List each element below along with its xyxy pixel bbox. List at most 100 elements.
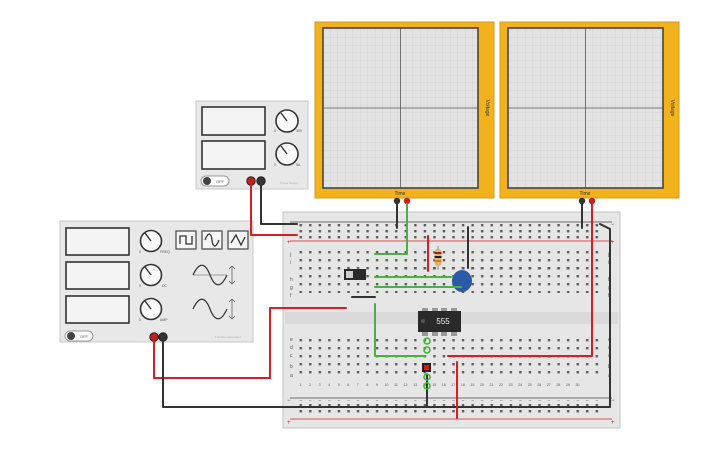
- column-number: 7: [357, 267, 359, 271]
- column-number: 6: [347, 383, 349, 387]
- svg-text:j: j: [607, 252, 609, 258]
- power-switch-label: OFF: [216, 179, 225, 184]
- wire-scope2-positive: [447, 203, 593, 357]
- sine-wave-button[interactable]: [201, 230, 223, 250]
- knob1-min-label: 0: [274, 129, 276, 133]
- column-number: 25: [528, 267, 532, 271]
- column-number: 30: [575, 383, 579, 387]
- column-number: 30: [575, 267, 579, 271]
- column-number: 18: [461, 267, 465, 271]
- column-number: 29: [566, 267, 570, 271]
- voltage-display: [201, 106, 266, 136]
- power-supply-brand: Power Supply: [280, 181, 299, 185]
- column-number: 24: [518, 267, 522, 271]
- column-number: 8: [366, 383, 368, 387]
- column-number: 7: [357, 383, 359, 387]
- oscilloscope-1-neg-terminal[interactable]: [393, 197, 401, 205]
- negative-terminal[interactable]: [256, 176, 266, 186]
- svg-text:−: −: [287, 398, 291, 404]
- column-number: 12: [404, 267, 408, 271]
- column-number: 13: [413, 383, 417, 387]
- oscilloscope-2-y-label: Voltage: [669, 100, 675, 117]
- svg-text:c: c: [290, 353, 293, 359]
- svg-text:j: j: [289, 252, 291, 258]
- column-number: 10: [384, 267, 388, 271]
- column-number: 4: [328, 383, 330, 387]
- column-number: 12: [404, 383, 408, 387]
- wire-generator-negative: [162, 223, 611, 408]
- column-number: 13: [413, 267, 417, 271]
- oscilloscope-1[interactable]: Time Voltage: [314, 21, 495, 205]
- column-number: 27: [547, 383, 551, 387]
- oscilloscope-2-neg-terminal[interactable]: [578, 197, 586, 205]
- svg-text:h: h: [290, 277, 293, 283]
- frequency-display: [65, 227, 130, 256]
- square-wave-button[interactable]: [175, 230, 197, 250]
- svg-text:b: b: [290, 364, 293, 370]
- generator-power-switch[interactable]: OFF: [64, 330, 94, 342]
- wires[interactable]: [153, 184, 611, 419]
- probe-pins: [423, 337, 431, 390]
- oscilloscope-1-pos-terminal[interactable]: [403, 197, 411, 205]
- column-number: 22: [499, 383, 503, 387]
- svg-text:−: −: [611, 222, 615, 228]
- generator-power-label: OFF: [80, 334, 89, 339]
- knob2-max-label: 5A: [296, 163, 301, 167]
- power-switch[interactable]: OFF: [200, 175, 230, 187]
- oscilloscope-2[interactable]: Time Voltage: [499, 21, 680, 205]
- amp-min-label: 0: [139, 318, 141, 322]
- generator-negative-terminal[interactable]: [158, 332, 168, 342]
- column-number: 1: [300, 383, 302, 387]
- freq-max-label: FREQ: [160, 250, 170, 254]
- dc-min-label: 0: [139, 284, 141, 288]
- ic-555-chip[interactable]: 555: [418, 308, 461, 336]
- svg-text:e: e: [290, 337, 293, 343]
- svg-text:+: +: [611, 240, 615, 246]
- function-generator[interactable]: 0 FREQ 0 DC 0 AMP OFF: [59, 220, 254, 343]
- oscilloscope-2-pos-terminal[interactable]: [588, 197, 596, 205]
- svg-text:g: g: [290, 285, 293, 291]
- column-number: 16: [442, 383, 446, 387]
- column-number: 15: [432, 383, 436, 387]
- column-number: 29: [566, 383, 570, 387]
- slide-switch[interactable]: [344, 269, 366, 280]
- knob2-min-label: 0: [274, 163, 276, 167]
- svg-text:i: i: [608, 260, 609, 266]
- column-number: 2: [309, 383, 311, 387]
- triangle-wave-button[interactable]: [227, 230, 249, 250]
- svg-text:+: +: [287, 420, 291, 426]
- column-number: 2: [309, 267, 311, 271]
- oscilloscope-1-y-label: Voltage: [484, 100, 490, 117]
- column-number: 4: [328, 267, 330, 271]
- triangle-wave-icon: [230, 233, 246, 247]
- column-number: 28: [556, 267, 560, 271]
- oscilloscope-1-x-label: Time: [395, 191, 406, 197]
- row-letters-left: j i h g f e d c b a: [289, 252, 293, 379]
- dc-power-supply[interactable]: 0 30V 0 5A OFF Power Supply: [195, 100, 309, 190]
- ceramic-capacitor[interactable]: [452, 270, 472, 292]
- column-number: 27: [547, 267, 551, 271]
- wire-psu-positive: [250, 184, 298, 236]
- generator-positive-terminal[interactable]: [149, 332, 159, 342]
- svg-text:a: a: [290, 373, 293, 379]
- column-number: 22: [499, 267, 503, 271]
- positive-terminal[interactable]: [246, 176, 256, 186]
- resistor[interactable]: [434, 246, 442, 270]
- function-generator-brand: Function Generator: [215, 335, 241, 339]
- column-number: 6: [347, 267, 349, 271]
- wire-generator-positive: [153, 307, 347, 379]
- column-number: 5: [338, 267, 340, 271]
- column-number: 24: [518, 383, 522, 387]
- column-number: 1: [300, 267, 302, 271]
- column-number: 8: [366, 267, 368, 271]
- led[interactable]: [422, 363, 431, 372]
- column-number: 23: [509, 383, 513, 387]
- column-number: 26: [537, 383, 541, 387]
- column-number: 11: [394, 267, 398, 271]
- column-number: 3: [319, 267, 321, 271]
- amplitude-display: [65, 295, 130, 324]
- chip-label: 555: [436, 317, 450, 326]
- current-display: [201, 140, 266, 170]
